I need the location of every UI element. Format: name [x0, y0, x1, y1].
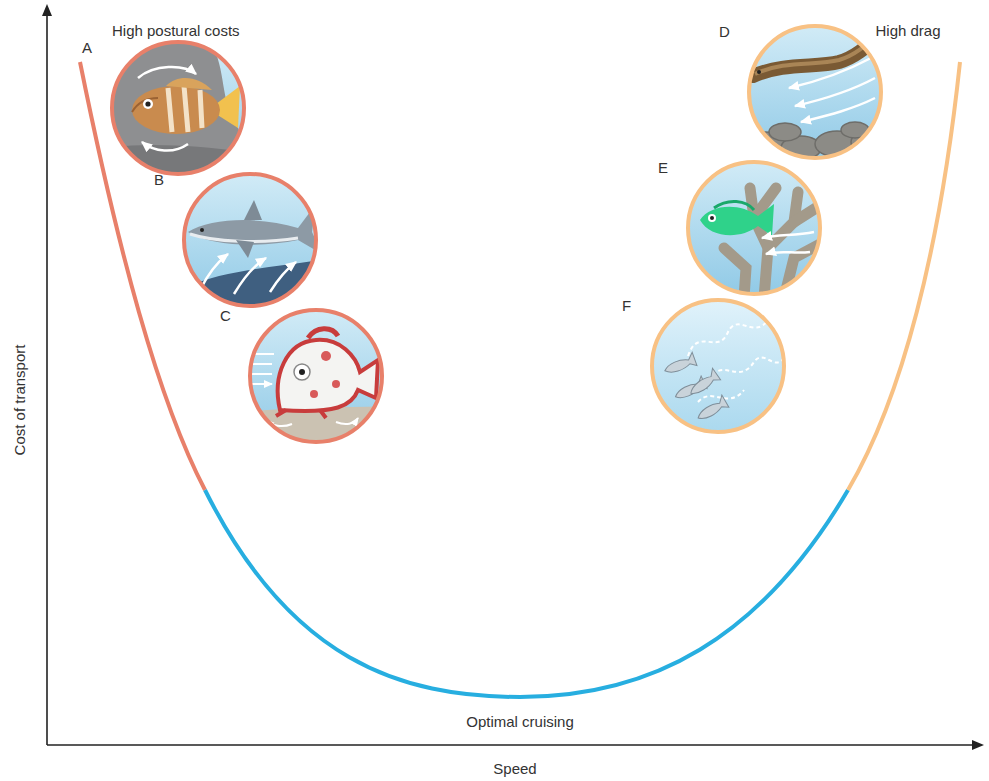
panel-letter: A [82, 40, 92, 55]
circle-ring [184, 174, 316, 306]
panel-letter: B [154, 172, 164, 187]
axis-title: Cost of transport [11, 345, 29, 456]
circle-outline [184, 174, 316, 306]
scene-a [108, 38, 248, 178]
circle-ring [688, 162, 820, 294]
circle-outline [688, 162, 820, 294]
region-label: High postural costs [112, 22, 240, 40]
panel-letter: F [622, 298, 631, 313]
scene-b [180, 170, 322, 310]
scene-c [246, 306, 386, 446]
axis-arrow [972, 740, 984, 750]
circle-outline [652, 300, 784, 432]
scene-circle: C [250, 310, 382, 442]
scene-f [648, 296, 788, 436]
curve-bottom [205, 490, 848, 697]
circle-ring [749, 26, 881, 158]
scene-e [684, 158, 824, 298]
scene-circle: D [749, 26, 881, 158]
scene-circle: E [688, 162, 820, 294]
scene-circle: A [112, 42, 244, 174]
circle-outline [749, 26, 881, 158]
axis-arrow [42, 4, 52, 16]
panel-letter: E [658, 160, 668, 175]
circle-outline [250, 310, 382, 442]
scene-circle: F [652, 300, 784, 432]
circle-outline [112, 42, 244, 174]
panel-letter: D [719, 24, 730, 39]
region-label: High drag [875, 22, 940, 40]
axis-title: Speed [493, 760, 536, 778]
circle-ring [112, 42, 244, 174]
circle-ring [652, 300, 784, 432]
axes [47, 14, 974, 745]
scene-d [743, 22, 891, 162]
curve-label: Optimal cruising [466, 713, 574, 731]
scene-circle: B [184, 174, 316, 306]
panel-letter: C [220, 308, 231, 323]
circle-ring [250, 310, 382, 442]
